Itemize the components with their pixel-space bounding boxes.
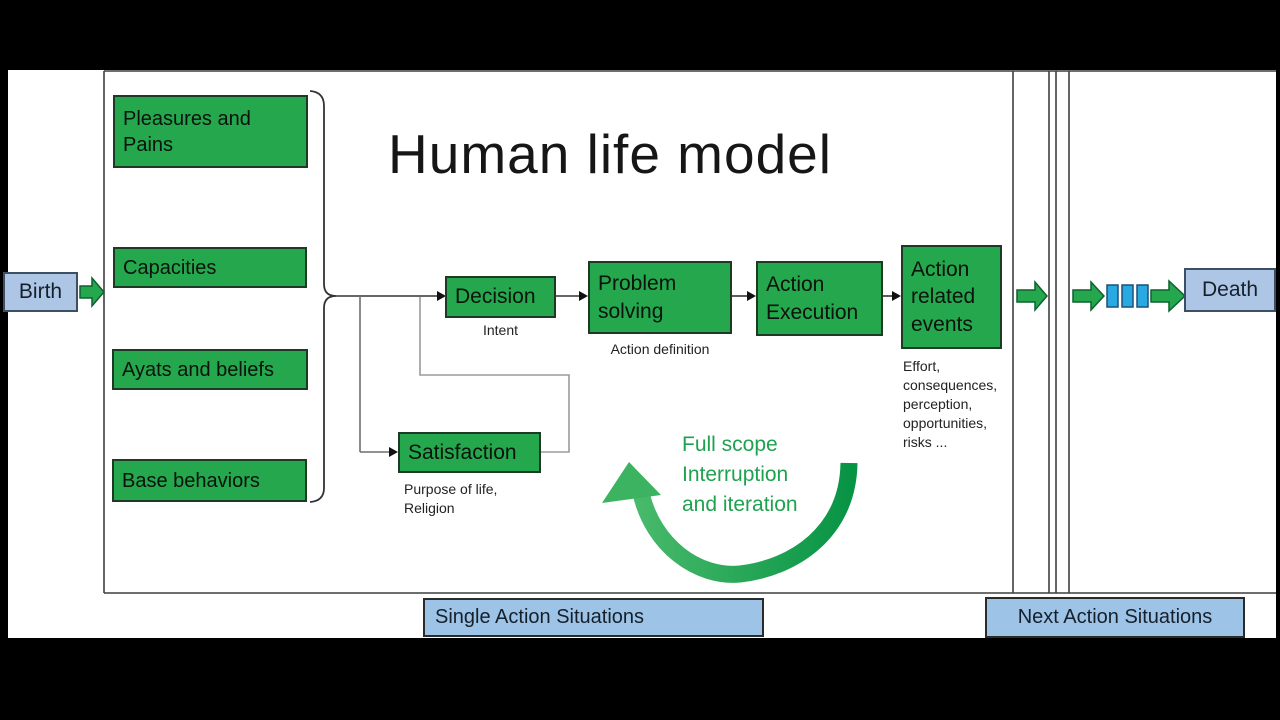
decision-box: Decision bbox=[445, 276, 556, 318]
factor-box-pleasures-pains: Pleasures and Pains bbox=[113, 95, 308, 168]
satisfaction-label: Satisfaction bbox=[408, 440, 517, 464]
action-related-events-box: Action related events bbox=[901, 245, 1002, 349]
factor-label: Pleasures and Pains bbox=[123, 107, 251, 156]
decision-caption: Intent bbox=[482, 322, 519, 338]
next-action-situations-label: Next Action Situations bbox=[985, 597, 1245, 638]
factor-label: Capacities bbox=[123, 256, 217, 279]
letterbox-bottom bbox=[0, 638, 1280, 720]
next-action-situations-text: Next Action Situations bbox=[1017, 606, 1213, 628]
letterbox-top bbox=[0, 0, 1280, 70]
factor-box-base-behaviors: Base behaviors bbox=[112, 459, 307, 502]
page-title: Human life model bbox=[388, 123, 832, 185]
letterbox-left bbox=[0, 0, 8, 720]
problem-solving-caption: Action definition bbox=[610, 341, 710, 357]
death-box: Death bbox=[1184, 268, 1276, 312]
single-action-situations-text: Single Action Situations bbox=[435, 606, 645, 628]
death-label: Death bbox=[1201, 278, 1259, 301]
single-action-situations-label: Single Action Situations bbox=[423, 598, 764, 637]
factor-label: Base behaviors bbox=[122, 469, 260, 492]
action-execution-label: Action Execution bbox=[766, 273, 859, 324]
action-related-events-label: Action related events bbox=[911, 258, 976, 336]
letterbox-right bbox=[1276, 0, 1280, 720]
problem-solving-box: Problem solving bbox=[588, 261, 732, 334]
birth-box: Birth bbox=[3, 272, 78, 312]
action-execution-box: Action Execution bbox=[756, 261, 883, 336]
factor-label: Ayats and beliefs bbox=[122, 358, 274, 381]
loop-annotation: Full scope Interruption and iteration bbox=[682, 433, 798, 516]
satisfaction-caption: Purpose of life, Religion bbox=[404, 481, 498, 516]
decision-label: Decision bbox=[455, 285, 536, 309]
factor-box-ayats-beliefs: Ayats and beliefs bbox=[112, 349, 308, 390]
factor-box-capacities: Capacities bbox=[113, 247, 307, 288]
action-related-events-caption: Effort, consequences, perception, opport… bbox=[903, 358, 998, 450]
problem-solving-label: Problem solving bbox=[598, 272, 677, 323]
birth-label: Birth bbox=[18, 280, 63, 303]
satisfaction-box: Satisfaction bbox=[398, 432, 541, 473]
